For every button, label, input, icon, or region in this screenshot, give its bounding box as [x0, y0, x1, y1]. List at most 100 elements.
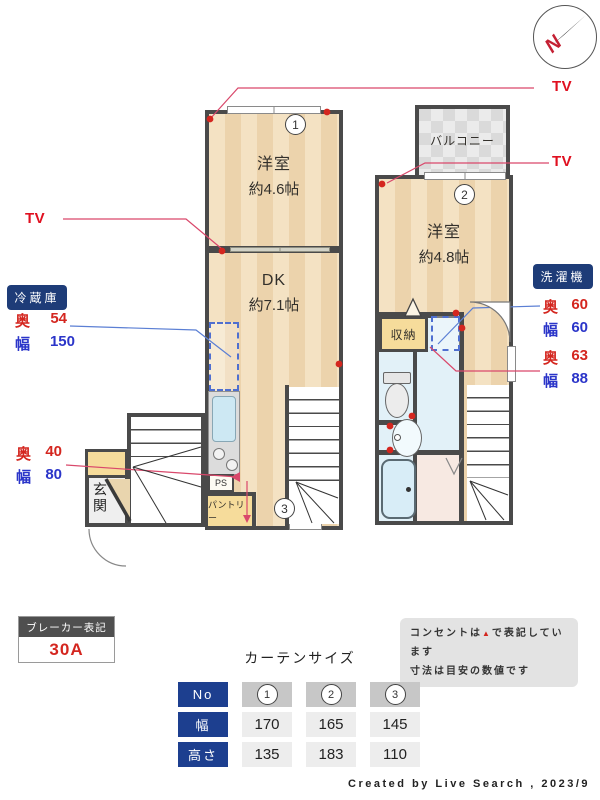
curtain-height-3: 110: [370, 742, 420, 767]
plan1-stairs-wall: [285, 385, 289, 526]
tv-label-top: TV: [552, 78, 573, 95]
curtain-header-no: No: [178, 682, 228, 707]
outdoor-stairs-treads: [131, 417, 201, 463]
plan2-right-window: [507, 346, 516, 382]
window-marker-2-number: 2: [461, 187, 468, 202]
balcony-label: バルコニー: [430, 134, 495, 148]
shoe-width-key: 幅: [16, 469, 32, 486]
fridge-depth-value: 54: [50, 310, 67, 327]
washer2-depth-row: 奥 63: [543, 347, 588, 368]
plan2-room-label: 洋室 約4.8帖: [375, 220, 513, 271]
window-marker-1: 1: [285, 114, 306, 135]
fridge-width-row: 幅 150: [15, 333, 75, 354]
plan2-stairs: [467, 385, 509, 521]
plan2-wall-toilet-right: [413, 350, 417, 425]
washer1-depth-value: 60: [571, 296, 588, 313]
window-marker-1-number: 1: [292, 117, 299, 132]
kitchen-unit: [208, 391, 240, 475]
washer2-depth-key: 奥: [543, 350, 559, 367]
room1-size: 約4.6帖: [248, 181, 300, 199]
curtain-header-width: 幅: [178, 712, 228, 737]
curtain-no-2: 2: [306, 682, 356, 707]
plan1-dk-label: DK 約7.1帖: [205, 268, 343, 319]
shoe-depth-row: 奥 40: [16, 443, 62, 464]
stove-burner-1: [213, 448, 225, 460]
bathtub-drain: [406, 487, 411, 492]
pantry-room: パントリー: [208, 492, 256, 526]
fridge-depth-row: 奥 54: [15, 310, 67, 331]
stove-burner-2: [226, 459, 238, 471]
curtain-width-2: 165: [306, 712, 356, 737]
window-marker-3-number: 3: [281, 501, 288, 516]
outdoor-stairs: [127, 413, 205, 527]
curtain-height-2: 183: [306, 742, 356, 767]
curtain-width-3: 145: [370, 712, 420, 737]
washer-badge: 洗濯機: [533, 264, 593, 289]
curtain-width-1: 170: [242, 712, 292, 737]
storage-room: 収納: [379, 316, 428, 352]
tv-label-left: TV: [25, 210, 46, 227]
shoe-depth-value: 40: [45, 443, 62, 460]
toilet-bowl: [385, 383, 409, 418]
legend-note: コンセントは▲で表記しています 寸法は目安の数値です: [400, 618, 578, 687]
plan1-room1-label: 洋室 約4.6帖: [205, 152, 343, 203]
fridge-width-value: 150: [49, 333, 75, 350]
window-marker-3: 3: [274, 498, 295, 519]
curtain-header-height: 高さ: [178, 742, 228, 767]
washer-space: [431, 316, 460, 351]
plan2-stairs-treads: [467, 385, 509, 478]
genkan-label: 玄関: [92, 482, 108, 514]
breaker-value: 30A: [49, 640, 84, 659]
window-marker-2: 2: [454, 184, 475, 205]
compass-north-letter: N: [541, 31, 567, 57]
room2-name: 洋室: [426, 224, 461, 241]
refrigerator-space: [209, 322, 239, 391]
plan2-top-window: [424, 172, 506, 180]
curtain-no-1: 1: [242, 682, 292, 707]
storage-label: 収納: [390, 327, 417, 342]
pantry-label: パントリー: [208, 500, 245, 523]
note-line1-pre: コンセントは: [410, 628, 482, 639]
curtain-table-title: カーテンサイズ: [244, 650, 356, 666]
plan2-wall-bath-top: [379, 450, 463, 455]
dk-name: DK: [261, 272, 287, 289]
credit-text: Created by Live Search , 2023/9: [348, 778, 590, 790]
shoe-depth-key: 奥: [16, 446, 32, 463]
curtain-no-3-number: 3: [384, 684, 406, 705]
dk-size: 約7.1帖: [248, 297, 300, 315]
washer1-width-value: 60: [571, 319, 588, 336]
shoe-width-row: 幅 80: [16, 466, 62, 487]
tv-left-leader-line: [63, 218, 223, 250]
note-line1-post: で表記しています: [410, 628, 564, 658]
compass: N: [533, 5, 597, 69]
shoe-cabinet: [85, 449, 128, 478]
washer1-width-key: 幅: [543, 322, 559, 339]
basin-faucet: [394, 434, 401, 441]
fridge-badge: 冷蔵庫: [7, 285, 67, 310]
fridge-depth-key: 奥: [15, 313, 31, 330]
pipe-shaft: PS: [208, 474, 234, 492]
plan1-bottom-window: [289, 523, 322, 530]
washer2-depth-value: 63: [571, 347, 588, 364]
plan1-sliding-door: [230, 247, 330, 252]
fridge-width-key: 幅: [15, 336, 31, 353]
room2-size: 約4.8帖: [418, 249, 470, 267]
breaker-box: ブレーカー表記 30A: [18, 616, 115, 663]
tv-label-right: TV: [552, 153, 573, 170]
plan2-wall-stairs-divider: [459, 312, 464, 521]
compass-needle-icon: N: [541, 15, 586, 58]
legend-note-line1: コンセントは▲で表記しています: [410, 624, 568, 662]
washer2-width-key: 幅: [543, 373, 559, 390]
plan1-stairs: [289, 387, 339, 524]
washer2-width-row: 幅 88: [543, 370, 588, 391]
curtain-height-1: 135: [242, 742, 292, 767]
washer1-width-row: 幅 60: [543, 319, 588, 340]
shoe-width-value: 80: [45, 466, 62, 483]
washer1-depth-key: 奥: [543, 299, 559, 316]
dressing-area: [417, 455, 459, 521]
curtain-no-1-number: 1: [256, 684, 278, 705]
pipe-shaft-label: PS: [214, 478, 227, 488]
room1-name: 洋室: [256, 156, 291, 173]
legend-note-line2: 寸法は目安の数値です: [410, 666, 530, 677]
